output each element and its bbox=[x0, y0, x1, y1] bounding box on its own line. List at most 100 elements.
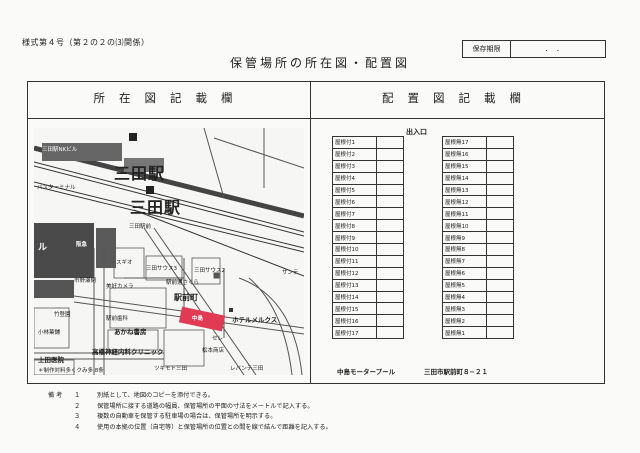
spot-row: 屋根無13 bbox=[441, 183, 514, 197]
spot-label: 屋根付2 bbox=[331, 147, 378, 161]
layout-heading: 配置図記載欄 bbox=[382, 91, 535, 105]
spot-row: 屋根付5 bbox=[331, 183, 404, 197]
map-label-akane-shoten: あかね書房 bbox=[114, 328, 147, 336]
spot-label: 屋根無13 bbox=[441, 183, 488, 197]
spot-row: 屋根無7 bbox=[441, 254, 514, 268]
note-text: 保管場所に接する道路の幅員、保管場所の平面の寸法をメートルで記入する。 bbox=[97, 402, 314, 410]
map-label-ekimae-sakura: 駅前通さくら bbox=[166, 280, 200, 286]
spot-cell bbox=[376, 136, 404, 149]
note-number: １ bbox=[74, 392, 81, 399]
location-map: 三田駅NKビル 三田駅 三田駅 バスターミナル 三田駅前 阪急 ル スギオ 三田… bbox=[34, 128, 304, 375]
map-label-miyoshi-camera: 美好カメラ bbox=[106, 284, 134, 290]
spot-label: 屋根無9 bbox=[441, 231, 488, 245]
spot-cell bbox=[376, 231, 404, 245]
spot-row: 屋根付12 bbox=[331, 266, 404, 280]
spot-row: 屋根付3 bbox=[331, 159, 404, 173]
spot-label: 屋根無12 bbox=[441, 195, 488, 209]
operator-address: 三田市駅前町８−２１ bbox=[424, 368, 488, 376]
spot-row: 屋根付11 bbox=[331, 254, 404, 268]
spot-label: 屋根付4 bbox=[331, 171, 378, 185]
map-drawing bbox=[34, 128, 304, 375]
map-label-al: ル bbox=[38, 243, 48, 253]
spot-cell bbox=[486, 314, 514, 328]
map-label-matsumoto: 松本商店 bbox=[202, 348, 225, 354]
spot-label: 屋根無8 bbox=[441, 243, 488, 256]
note-text: 複数の自動車を保管する駐車場の場合は、保管場所を明示する。 bbox=[97, 413, 277, 421]
location-map-heading: 所在図記載欄 bbox=[93, 91, 247, 105]
spot-row: 屋根付15 bbox=[331, 302, 404, 316]
spot-label: 屋根無2 bbox=[441, 314, 488, 328]
spot-row: 屋根無14 bbox=[441, 171, 514, 185]
notes-heading bbox=[48, 412, 74, 423]
spot-row: 屋根付14 bbox=[331, 290, 404, 304]
spot-label: 屋根無15 bbox=[441, 159, 488, 173]
spot-row: 屋根無10 bbox=[441, 219, 514, 233]
spot-cell bbox=[376, 159, 404, 173]
operator-name: 中島モータープール bbox=[337, 368, 396, 376]
spot-cell bbox=[376, 195, 404, 209]
form-number: 様式第４号（第２の２の⑶関係） bbox=[22, 38, 150, 47]
spot-row: 屋根付7 bbox=[331, 207, 404, 221]
spot-row: 屋根無1 bbox=[441, 326, 514, 340]
note-number: ４ bbox=[74, 423, 81, 431]
document-title: 保管場所の所在図・配置図 bbox=[229, 56, 410, 70]
spot-row: 屋根付2 bbox=[331, 147, 404, 161]
spot-label: 屋根付10 bbox=[331, 243, 378, 256]
spot-label: 屋根付13 bbox=[331, 278, 378, 292]
spot-cell bbox=[486, 183, 514, 197]
spot-label: 屋根付12 bbox=[331, 266, 378, 280]
spot-row: 屋根無15 bbox=[441, 159, 514, 173]
note-text: 別紙として、地図のコピーを添付できる。 bbox=[97, 392, 214, 399]
spot-cell bbox=[486, 136, 514, 149]
spot-label: 屋根無3 bbox=[441, 302, 488, 316]
spot-label: 屋根付6 bbox=[331, 195, 378, 209]
spot-row: 屋根付16 bbox=[331, 314, 404, 328]
map-label-bus-terminal: バスターミナル bbox=[37, 185, 76, 191]
frame-divider bbox=[310, 81, 312, 384]
spot-cell bbox=[486, 219, 514, 233]
spot-row: 屋根無17 bbox=[441, 136, 514, 149]
note-item: ３ 複数の自動車を保管する駐車場の場合は、保管場所を明示する。 bbox=[48, 412, 332, 423]
map-label-lot: 中島 bbox=[192, 316, 204, 322]
retention-box: 保存期限 ．． bbox=[462, 40, 606, 58]
spot-row: 屋根無11 bbox=[441, 207, 514, 221]
spot-cell bbox=[376, 171, 404, 185]
spot-cell bbox=[486, 243, 514, 256]
map-label-hankyu: 阪急 bbox=[76, 242, 88, 248]
spot-cell bbox=[376, 290, 404, 304]
spot-cell bbox=[376, 147, 404, 161]
retention-label: 保存期限 bbox=[463, 41, 511, 57]
map-label-sanda-south2: 三田サウス2 bbox=[194, 268, 225, 274]
map-label-ueda-clinic: 上田医院 bbox=[38, 356, 64, 364]
spot-cell bbox=[376, 278, 404, 292]
spot-label: 屋根付16 bbox=[331, 314, 378, 328]
spot-label: 屋根付11 bbox=[331, 254, 378, 268]
note-number: ３ bbox=[74, 413, 81, 421]
map-label-sante: サンテ bbox=[282, 270, 299, 276]
spot-cell bbox=[376, 243, 404, 256]
spot-row: 屋根無8 bbox=[441, 243, 514, 256]
spot-label: 屋根付8 bbox=[331, 219, 378, 233]
map-label-sugio: スギオ bbox=[116, 260, 133, 266]
spot-label: 屋根無11 bbox=[441, 207, 488, 221]
spot-row: 屋根無3 bbox=[441, 302, 514, 316]
map-label-tsukimoto: ツキモト三田 bbox=[154, 366, 188, 372]
spot-cell bbox=[486, 266, 514, 280]
spot-cell bbox=[486, 207, 514, 221]
spot-row: 屋根無2 bbox=[441, 314, 514, 328]
spot-cell bbox=[486, 195, 514, 209]
spot-label: 屋根無17 bbox=[441, 136, 488, 149]
spot-cell bbox=[486, 159, 514, 173]
spot-cell bbox=[486, 254, 514, 268]
retention-value: ．． bbox=[544, 45, 572, 53]
spot-cell bbox=[486, 231, 514, 245]
target-parking-marker bbox=[178, 306, 226, 332]
map-label-sanda-south3: 三田サウス3 bbox=[146, 266, 177, 272]
